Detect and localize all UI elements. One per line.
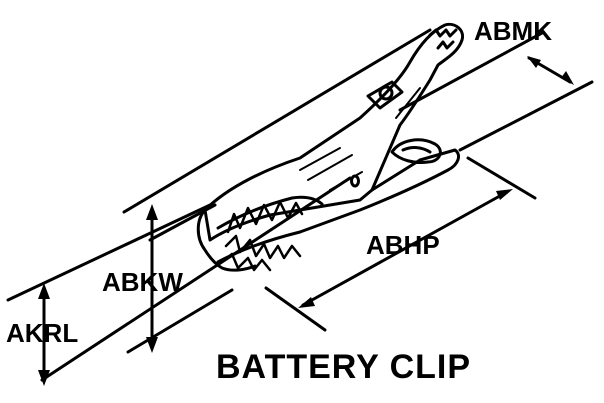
battery-clip-shading <box>299 87 421 191</box>
diagram-title: BATTERY CLIP <box>216 348 472 386</box>
battery-clip-teeth <box>220 200 304 272</box>
dimension-lines <box>42 56 572 382</box>
dimension-label-akrl: AKRL <box>6 318 79 348</box>
dimension-label-abhp: ABHP <box>366 230 440 260</box>
extension-lines <box>6 28 594 382</box>
dimension-label-abkw: ABKW <box>102 267 183 297</box>
arrowheads <box>38 56 574 386</box>
dimension-label-abmk: ABMK <box>474 16 552 46</box>
